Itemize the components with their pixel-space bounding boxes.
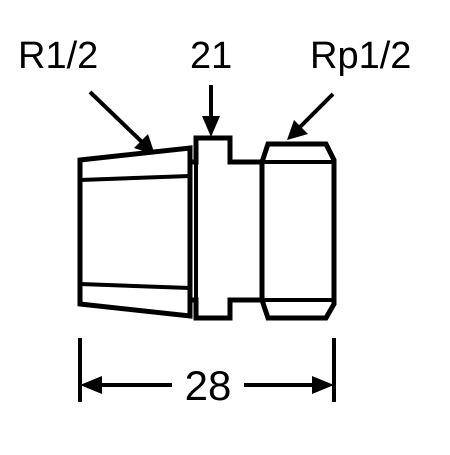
dimension-value: 28 <box>185 362 232 409</box>
male-thread-root-top <box>79 174 191 182</box>
leader-r1-2 <box>88 90 155 155</box>
dimension-overall: 28 <box>78 338 336 409</box>
label-rp1-2: Rp1/2 <box>310 35 411 77</box>
label-r1-2: R1/2 <box>18 35 98 77</box>
leader-hex-21 <box>202 85 220 137</box>
hex-section <box>187 135 265 321</box>
female-thread-section <box>259 141 337 321</box>
leader-rp1-2 <box>287 92 335 140</box>
male-thread-section <box>77 145 193 319</box>
dimension-arrow-left <box>80 376 102 394</box>
label-hex-21: 21 <box>190 35 232 77</box>
dimension-arrow-right <box>312 376 334 394</box>
male-thread-root-bottom <box>79 282 191 290</box>
